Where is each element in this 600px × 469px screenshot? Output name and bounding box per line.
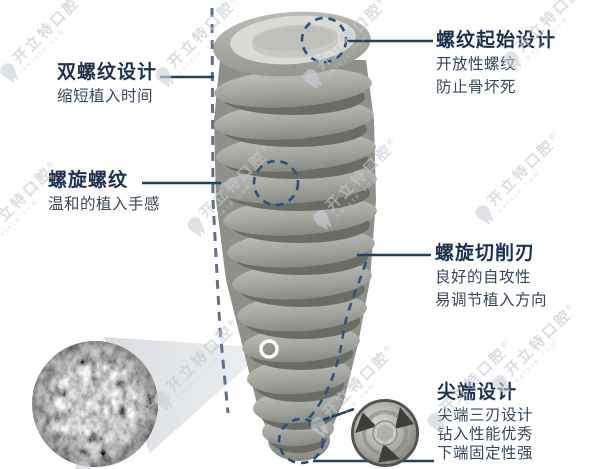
annotation-double-thread: 双螺纹设计 缩短植入时间 xyxy=(57,62,157,107)
annotation-line: 钻入性能优秀 xyxy=(437,426,534,443)
annotation-tip-design: 尖端设计 尖端三刃设计 钻入性能优秀 下端固定性强 xyxy=(437,382,533,463)
annotation-title: 双螺纹设计 xyxy=(57,62,158,83)
annotation-title: 螺旋螺纹 xyxy=(48,170,129,191)
tip-highlight xyxy=(277,417,325,465)
annotation-line: 防止骨坏死 xyxy=(436,79,517,96)
annotation-thread-start: 螺纹起始设计 开放性螺纹 防止骨坏死 xyxy=(436,30,556,98)
axis-dashed-line xyxy=(210,7,230,414)
spiral-thread-highlight xyxy=(252,159,300,207)
implant-top-cup xyxy=(213,11,371,77)
annotation-line: 缩短植入时间 xyxy=(57,88,154,105)
annotation-line: 良好的自攻性 xyxy=(435,269,532,286)
annotation-title: 螺旋切削刃 xyxy=(435,243,536,264)
annotation-line: 尖端三刃设计 xyxy=(437,407,534,424)
annotation-line: 下端固定性强 xyxy=(437,445,534,462)
annotation-cutting-edge: 螺旋切削刃 良好的自攻性 易调节植入方向 xyxy=(435,243,547,311)
annotation-line: 温和的植入手感 xyxy=(48,196,161,213)
surface-marker-dot xyxy=(259,339,279,359)
texture-circle xyxy=(32,341,158,467)
annotation-line: 易调节植入方向 xyxy=(435,292,548,309)
annotation-line: 开放性螺纹 xyxy=(436,56,517,73)
cutting-edge-dashed-path xyxy=(308,261,368,419)
implant-illustration xyxy=(213,11,377,461)
annotation-title: 尖端设计 xyxy=(437,382,518,403)
tip-bottom-view-inset xyxy=(351,399,419,467)
surface-texture-magnifier xyxy=(32,337,268,467)
annotation-title: 螺纹起始设计 xyxy=(436,30,557,51)
annotation-spiral-thread: 螺旋螺纹 温和的植入手感 xyxy=(48,170,160,215)
thread-start-highlight xyxy=(300,16,348,64)
